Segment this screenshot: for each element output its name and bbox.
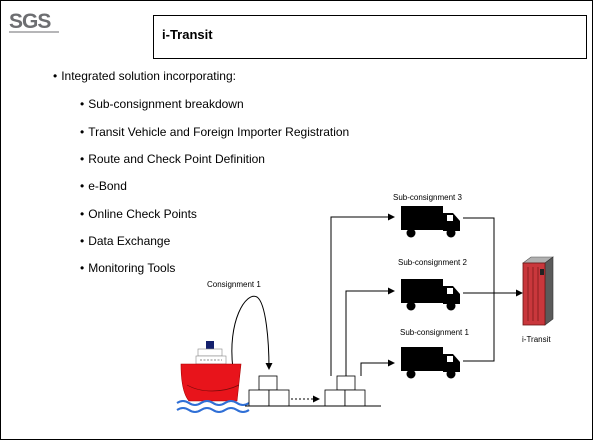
sgs-logo: SGS: [9, 10, 59, 33]
svg-text:SGS: SGS: [9, 10, 51, 33]
bullet-text: Transit Vehicle and Foreign Importer Reg…: [88, 125, 350, 139]
server-label: i-Transit: [522, 335, 551, 344]
bullet-text: Monitoring Tools: [88, 261, 176, 275]
bullet-item: •Monitoring Tools: [80, 261, 176, 275]
server-icon: [522, 256, 554, 326]
bullet-item: •Route and Check Point Definition: [80, 152, 265, 166]
consignment-arrow: [231, 295, 273, 370]
bullet-item: •Transit Vehicle and Foreign Importer Re…: [80, 125, 350, 139]
server-links: [463, 217, 523, 362]
bullet-text: e-Bond: [88, 179, 127, 193]
slide-title: i-Transit: [162, 27, 213, 42]
truck-icon: [401, 347, 460, 379]
bullet-text: Online Check Points: [88, 207, 197, 221]
crate-stack-icon: [248, 375, 290, 407]
intro-text: Integrated solution incorporating:: [61, 69, 236, 83]
bullet-item: •Online Check Points: [80, 207, 197, 221]
bullet-item: •Data Exchange: [80, 234, 171, 248]
sub-consignment-label: Sub-consignment 3: [393, 193, 462, 202]
bullet-item: •e-Bond: [80, 179, 127, 193]
sub-consignment-label: Sub-consignment 1: [400, 328, 469, 337]
truck-icon: [401, 206, 460, 238]
truck-icon: [401, 279, 460, 311]
bullet-text: Data Exchange: [88, 234, 171, 248]
intro-bullet: •Integrated solution incorporating:: [53, 69, 236, 83]
sub-consignment-label: Sub-consignment 2: [398, 258, 467, 267]
route-lines: [330, 213, 395, 376]
bullet-text: Sub-consignment breakdown: [88, 97, 244, 111]
title-box: i-Transit: [153, 15, 587, 59]
ship-icon: [176, 341, 250, 413]
bullet-text: Route and Check Point Definition: [88, 152, 265, 166]
consignment-label: Consignment 1: [207, 280, 261, 289]
bullet-item: •Sub-consignment breakdown: [80, 97, 244, 111]
crate-stack-icon: [324, 375, 366, 407]
